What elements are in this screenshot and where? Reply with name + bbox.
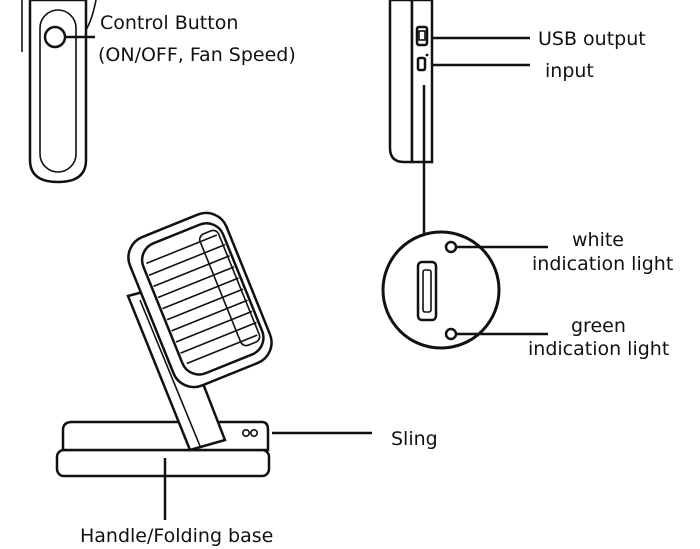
control-button-sublabel: (ON/OFF, Fan Speed) bbox=[98, 44, 296, 66]
control-button-icon bbox=[43, 25, 67, 49]
micro-usb-port-icon bbox=[416, 56, 427, 72]
green-light-label: green bbox=[571, 315, 626, 337]
handle-side-view bbox=[388, 0, 434, 164]
white-indicator-light-icon bbox=[444, 240, 458, 254]
sling-label: Sling bbox=[391, 428, 438, 450]
green-light-sublabel: indication light bbox=[528, 338, 669, 360]
fan-grille-icon bbox=[146, 229, 261, 365]
input-label: input bbox=[545, 60, 594, 82]
handle-base-label: Handle/Folding base bbox=[80, 525, 273, 547]
control-button-label: Control Button bbox=[100, 12, 238, 34]
port-detail-magnifier bbox=[381, 230, 501, 350]
sling-hole-icon bbox=[242, 428, 251, 437]
green-indicator-light-icon bbox=[444, 327, 458, 341]
white-light-sublabel: indication light bbox=[532, 253, 673, 275]
usb-output-label: USB output bbox=[538, 28, 646, 50]
white-light-label: white bbox=[572, 229, 624, 251]
folding-base bbox=[55, 448, 271, 478]
fan-assembly bbox=[55, 211, 273, 478]
handle-front-view bbox=[21, 0, 97, 184]
